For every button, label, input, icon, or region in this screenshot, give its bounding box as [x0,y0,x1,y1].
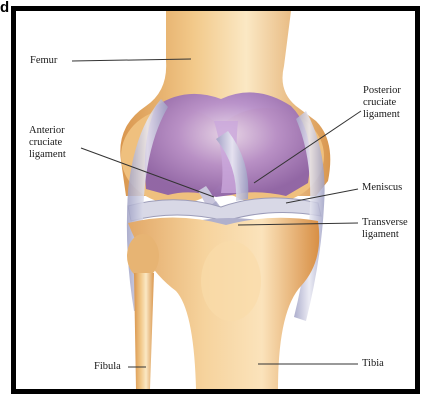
label-anterior-cruciate: Anterior cruciate ligament [29,125,66,161]
fibula-head [127,234,159,278]
label-meniscus: Meniscus [362,182,402,194]
label-posterior-cruciate: Posterior cruciate ligament [363,85,401,121]
knee-illustration: Femur Posterior cruciate ligament Anteri… [16,11,415,389]
tibial-tuberosity [201,241,261,321]
label-fibula: Fibula [94,361,121,373]
knee-joint-artwork [16,11,415,389]
label-femur: Femur [30,55,57,67]
fibula-shaft [134,273,154,389]
panel-letter: d [0,0,9,15]
figure-frame: Femur Posterior cruciate ligament Anteri… [11,6,420,394]
label-transverse-ligament: Transverse ligament [362,217,408,241]
label-tibia: Tibia [362,358,384,370]
